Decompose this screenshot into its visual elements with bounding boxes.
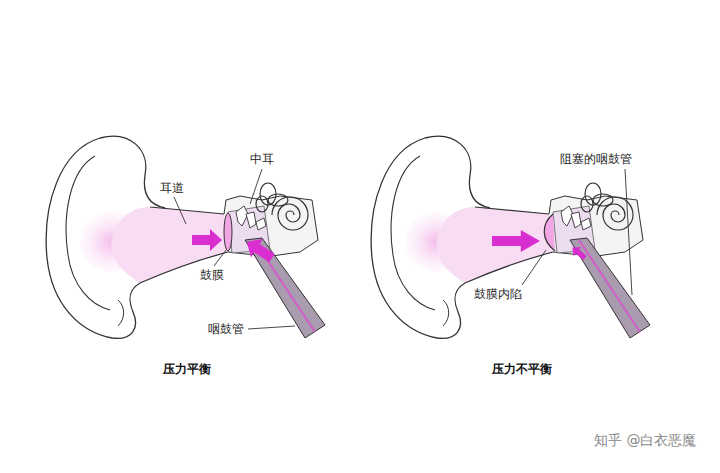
part-label: 中耳 <box>250 152 274 166</box>
part-label: 阻塞的咽鼓管 <box>560 152 632 166</box>
part-label: 鼓膜 <box>200 268 224 282</box>
part-label: 鼓膜内陷 <box>474 287 522 301</box>
pressure-arrow <box>192 229 222 251</box>
eardrum-retracted <box>544 214 555 251</box>
pressure-arrow <box>492 230 540 252</box>
ear-left <box>46 136 325 338</box>
ear-right <box>371 136 650 338</box>
panel-caption: 压力不平衡 <box>492 362 552 376</box>
eardrum <box>224 213 232 251</box>
pressure-arrow <box>241 232 278 267</box>
watermark: 知乎 @白衣恶魔 <box>594 432 696 449</box>
part-label: 耳道 <box>160 181 184 195</box>
part-label: 咽鼓管 <box>208 322 244 336</box>
leader-lines <box>174 169 632 329</box>
panel-caption: 压力平衡 <box>163 362 211 376</box>
pressure-arrow <box>568 243 588 263</box>
